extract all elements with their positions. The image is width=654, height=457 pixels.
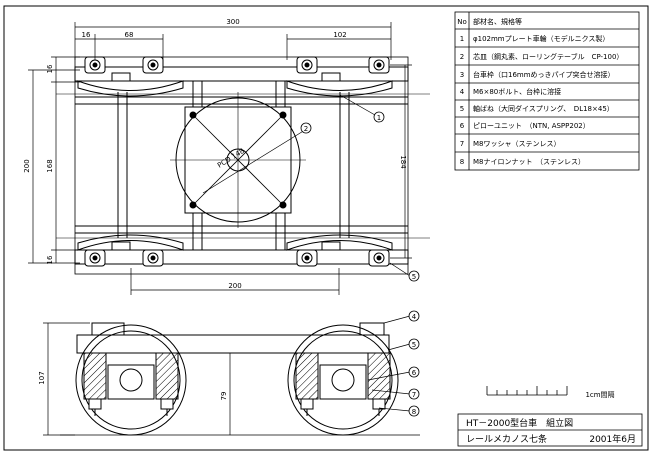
parts-row-name: 軸ばね（大同ダイスプリング、 DL18×45） [473,104,614,113]
dim-overall-height: 200 [23,159,31,172]
parts-row-no: 2 [460,53,464,61]
parts-row-no: 4 [460,88,465,96]
dim-inner-height: 168 [46,159,54,172]
parts-row-no: 6 [460,122,465,130]
callout-side-5: 5 [412,341,416,349]
sheet-border [3,5,649,451]
callout-plan-1: 1 [377,114,381,122]
dim-side-height: 107 [38,371,46,384]
side-frame-top [76,334,390,354]
parts-row-no: 7 [460,140,464,148]
parts-row-name: 芯皿（鋼丸素、ローリングテーブル CP-100） [473,52,623,61]
dim-left-top-small: 16 [46,64,54,73]
parts-row-no: 3 [460,71,464,79]
plan-callouts [300,111,420,282]
side-dimensions [43,315,411,436]
dim-top-left-offset: 16 [82,31,91,39]
dim-top-total-width: 300 [226,18,239,26]
scale-label: 1cm間隔 [585,390,614,399]
parts-row-no: 5 [460,105,464,113]
title-block-date: 2001年6月 [589,433,636,445]
bottom-side-bar [74,249,409,265]
parts-table-header-name: 部材名、規格等 [473,17,522,26]
side-callouts [408,310,420,417]
parts-table [454,11,640,171]
dim-side-axle-height: 79 [220,392,228,401]
parts-row-name: ピローユニット （NTN, ASPP202） [473,122,590,130]
callout-plan-5: 5 [412,273,416,281]
parts-row-no: 1 [460,35,464,43]
dim-top-left-wheel-pitch: 68 [125,31,134,39]
dim-top-right-span: 102 [333,31,346,39]
title-block-author: レールメカノス七条 [466,433,547,445]
parts-row-name: φ102mmプレート車輪（モデルニクス製） [473,34,609,43]
parts-row-name: 台車枠（口16mmめっきパイプ突合せ溶接） [473,70,615,79]
callout-side-7: 7 [412,391,416,399]
dim-left-bottom-small: 16 [46,255,54,264]
callout-plan-2: 2 [304,125,308,133]
parts-row-name: M8ワッシャ（ステンレス） [473,140,561,148]
scale-bar [486,386,568,396]
title-block-title: HT－2000型台車 組立図 [466,417,573,429]
callout-side-8: 8 [412,408,416,416]
bogie-frame-outline [74,56,409,275]
dim-bottom-span: 200 [228,282,241,290]
parts-row-no: 8 [460,158,464,166]
plan-view [56,56,430,275]
title-block [457,413,643,447]
callout-side-6: 6 [412,369,417,377]
dim-right-height: 184 [399,155,407,169]
parts-row-name: M6×80ボルト、台枠に溶接 [473,87,561,96]
parts-row-name: M8ナイロンナット （ステンレス） [473,158,585,166]
callout-side-4: 4 [412,313,417,321]
parts-table-header-no: No [457,18,467,26]
side-view [60,322,420,436]
plan-dimensions [28,22,412,295]
